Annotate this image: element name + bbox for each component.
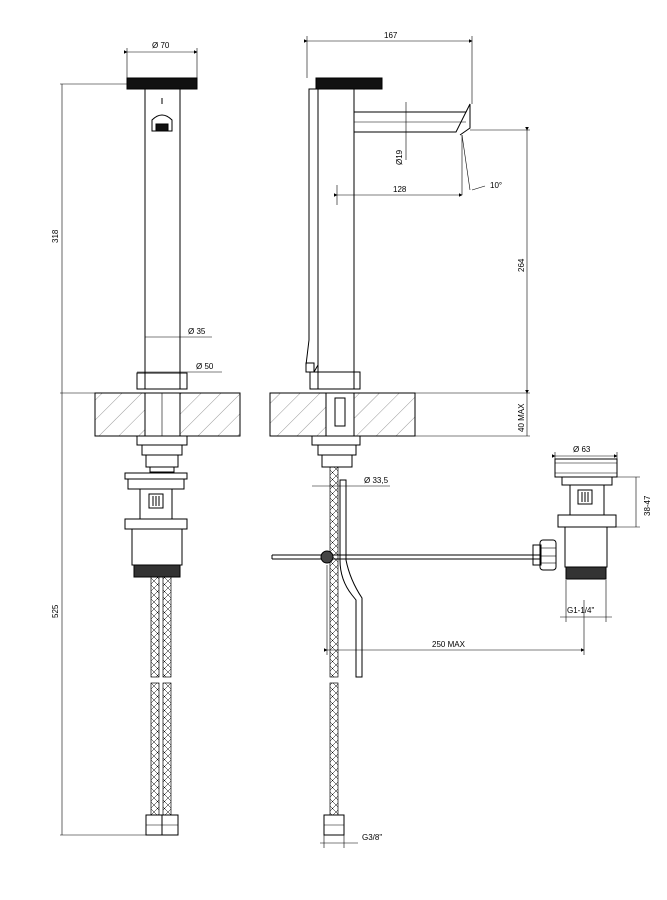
dim-167: 167	[384, 31, 398, 40]
dim-phi-19: Ø19	[395, 149, 404, 165]
front-hose-left	[150, 576, 160, 678]
front-base-ring	[136, 372, 188, 390]
dim-g1-1-4: G1-1/4"	[567, 606, 594, 615]
rod-connector	[320, 550, 334, 564]
front-body	[144, 88, 181, 390]
dim-phi-35: Ø 35	[188, 327, 206, 336]
front-waste-top	[124, 472, 188, 480]
side-popup-rod	[339, 479, 363, 678]
front-top-cap	[126, 77, 198, 90]
dim-g3-8: G3/8"	[362, 833, 382, 842]
dim-phi-63: Ø 63	[573, 445, 591, 454]
side-body	[317, 88, 355, 390]
front-outlet	[151, 114, 173, 132]
front-view: Ø 70 318 Ø 35 Ø 50 525	[51, 41, 241, 836]
dim-264: 264	[517, 258, 526, 272]
waste-knob	[539, 539, 557, 571]
side-lever	[305, 88, 319, 373]
angle-10: 10°	[490, 181, 502, 190]
dim-128: 128	[393, 185, 407, 194]
dim-250-max: 250 MAX	[432, 640, 466, 649]
waste-cap	[554, 458, 618, 478]
side-top-cap	[315, 77, 383, 90]
dim-phi-70: Ø 70	[152, 41, 170, 50]
dim-phi-50: Ø 50	[196, 362, 214, 371]
side-view: 167 Ø19 128 10° 264 40 MAX Ø 33,5 250 MA…	[269, 31, 585, 848]
dim-phi-33-5: Ø 33,5	[364, 476, 389, 485]
dim-38-47: 38-47	[643, 495, 652, 516]
dim-318: 318	[51, 229, 60, 243]
waste-detail: Ø 63 38-47 G1-1/4"	[532, 445, 652, 622]
front-hose-right	[162, 576, 172, 678]
dim-40-max: 40 MAX	[517, 403, 526, 432]
dim-525: 525	[51, 604, 60, 618]
side-hose-front	[329, 466, 339, 678]
